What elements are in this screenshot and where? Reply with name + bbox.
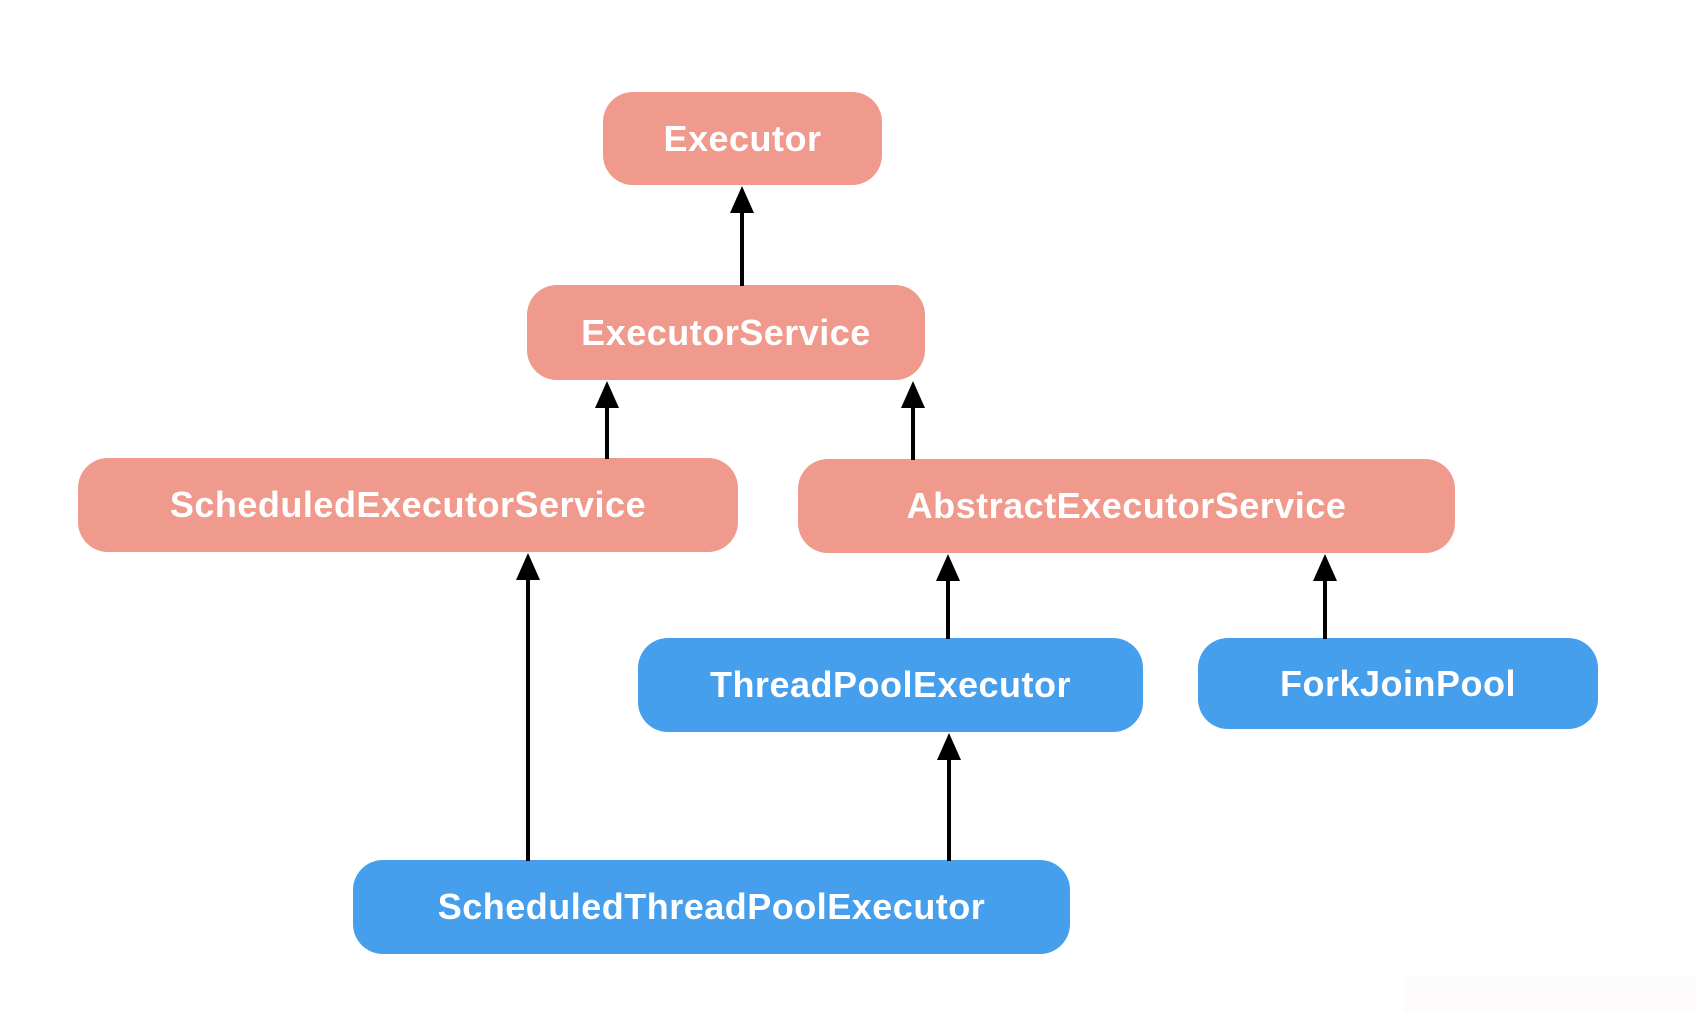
arrowhead-abstract-executor-service-to-executor-service <box>901 381 925 408</box>
arrowhead-scheduled-thread-pool-executor-to-thread-pool-executor <box>937 733 961 760</box>
node-label-executor-service: ExecutorService <box>581 311 871 353</box>
node-scheduled-thread-pool-executor: ScheduledThreadPoolExecutor <box>353 860 1070 954</box>
node-label-scheduled-thread-pool-executor: ScheduledThreadPoolExecutor <box>437 886 986 927</box>
arrowhead-thread-pool-executor-to-abstract-executor-service <box>936 554 960 581</box>
arrowhead-executor-service-to-executor <box>730 186 754 213</box>
arrowhead-fork-join-pool-to-abstract-executor-service <box>1313 554 1337 581</box>
node-label-thread-pool-executor: ThreadPoolExecutor <box>709 664 1072 705</box>
node-scheduled-executor-service: ScheduledExecutorService <box>78 458 738 552</box>
arrow-line-abstract-executor-service-to-executor-service <box>911 405 915 460</box>
arrow-line-scheduled-thread-pool-executor-to-thread-pool-executor <box>947 757 951 861</box>
node-label-executor: Executor <box>663 117 822 159</box>
node-label-fork-join-pool: ForkJoinPool <box>1279 662 1516 704</box>
node-label-abstract-executor-service: AbstractExecutorService <box>906 485 1347 526</box>
node-fork-join-pool: ForkJoinPool <box>1198 638 1598 729</box>
arrow-line-thread-pool-executor-to-abstract-executor-service <box>946 578 950 639</box>
node-executor: Executor <box>603 92 882 185</box>
arrowhead-scheduled-executor-service-to-executor-service <box>595 381 619 408</box>
node-label-scheduled-executor-service: ScheduledExecutorService <box>169 484 647 525</box>
node-thread-pool-executor: ThreadPoolExecutor <box>638 638 1143 732</box>
partial-corner-shape <box>1404 977 1696 1012</box>
node-abstract-executor-service: AbstractExecutorService <box>798 459 1455 553</box>
arrow-line-executor-service-to-executor <box>740 210 744 286</box>
arrow-line-scheduled-executor-service-to-executor-service <box>605 405 609 459</box>
arrow-line-scheduled-thread-pool-executor-to-scheduled-executor-service <box>526 577 530 861</box>
arrowhead-scheduled-thread-pool-executor-to-scheduled-executor-service <box>516 553 540 580</box>
node-executor-service: ExecutorService <box>527 285 925 380</box>
arrow-line-fork-join-pool-to-abstract-executor-service <box>1323 578 1327 639</box>
